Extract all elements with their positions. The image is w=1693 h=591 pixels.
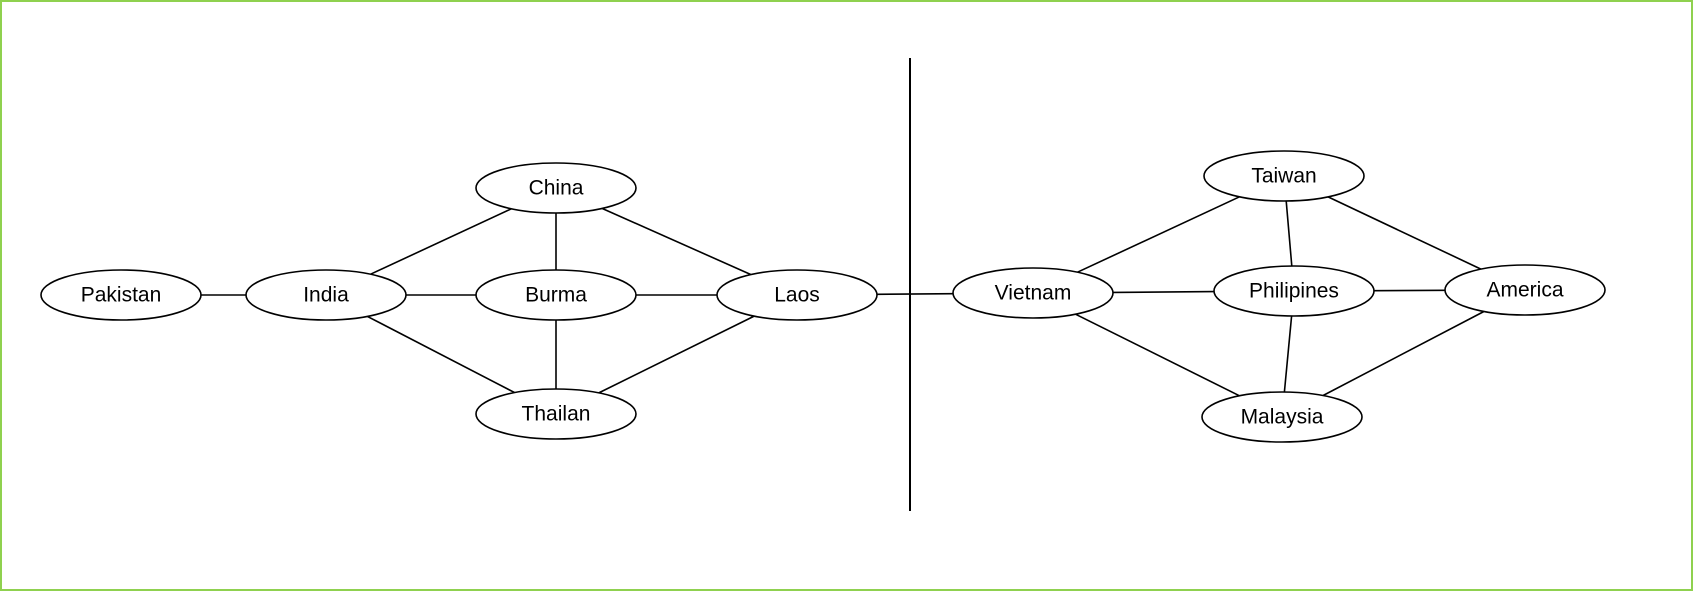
node-ellipse-philipines [1213, 265, 1375, 317]
node-ellipse-india [245, 269, 407, 321]
edge-laos-vietnam [876, 292, 954, 296]
node-ellipse-burma [475, 269, 637, 321]
node-label-pakistan: Pakistan [81, 284, 162, 307]
node-burma: Burma [475, 269, 637, 321]
node-label-america: America [1486, 279, 1563, 302]
edge-malaysia-america [1322, 310, 1485, 397]
node-ellipse-malaysia [1201, 391, 1363, 443]
node-ellipse-pakistan [40, 269, 202, 321]
node-ellipse-thailan [475, 388, 637, 440]
node-ellipse-taiwan [1203, 150, 1365, 202]
node-ellipse-america [1444, 264, 1606, 316]
node-label-vietnam: Vietnam [995, 282, 1072, 305]
node-label-thailan: Thailan [522, 403, 591, 426]
edge-vietnam-taiwan [1077, 196, 1240, 273]
node-label-malaysia: Malaysia [1241, 406, 1324, 429]
node-china: China [475, 162, 637, 214]
edge-taiwan-america [1327, 196, 1482, 270]
node-laos: Laos [716, 269, 878, 321]
node-ellipse-china [475, 162, 637, 214]
node-malaysia: Malaysia [1201, 391, 1363, 443]
node-vietnam: Vietnam [952, 267, 1114, 319]
node-india: India [245, 269, 407, 321]
edges-layer [201, 196, 1485, 397]
edge-india-thailan [367, 315, 515, 394]
edge-thailan-laos [598, 315, 755, 394]
edge-vietnam-malaysia [1075, 313, 1240, 397]
node-label-burma: Burma [525, 284, 587, 307]
edge-india-china [370, 208, 512, 275]
node-pakistan: Pakistan [40, 269, 202, 321]
edge-philipines-malaysia [1283, 315, 1293, 393]
edge-vietnam-philipines [1112, 290, 1215, 294]
node-philipines: Philipines [1213, 265, 1375, 317]
node-america: America [1444, 264, 1606, 316]
node-label-laos: Laos [774, 284, 820, 307]
node-label-china: China [529, 177, 584, 200]
node-taiwan: Taiwan [1203, 150, 1365, 202]
edge-taiwan-philipines [1285, 200, 1293, 267]
edge-china-laos [601, 207, 752, 276]
node-label-philipines: Philipines [1249, 280, 1339, 303]
node-thailan: Thailan [475, 388, 637, 440]
node-label-india: India [303, 284, 349, 307]
node-ellipse-vietnam [952, 267, 1114, 319]
node-label-taiwan: Taiwan [1251, 165, 1316, 188]
node-ellipse-laos [716, 269, 878, 321]
